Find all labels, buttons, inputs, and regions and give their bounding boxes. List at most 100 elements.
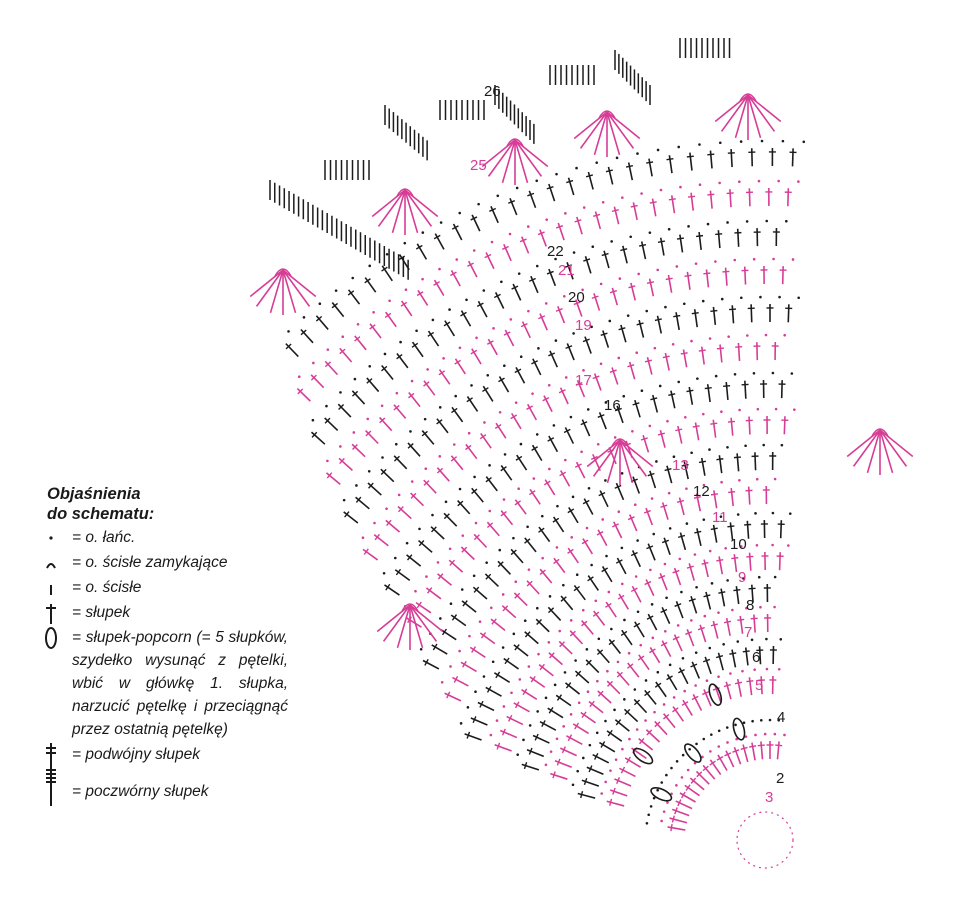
stitch-mark <box>507 197 518 216</box>
stitch-mark <box>710 490 719 509</box>
chain-dot <box>544 763 548 767</box>
chain-dot <box>726 579 729 582</box>
chain-dot <box>751 719 754 723</box>
chain-dot <box>759 295 762 299</box>
chain-dot <box>342 498 346 502</box>
chain-dot <box>724 546 727 550</box>
chain-dot <box>590 563 593 567</box>
chain-dot <box>781 139 785 143</box>
chain-dot <box>501 646 505 649</box>
stitch-mark <box>452 675 469 687</box>
stitch-mark <box>585 171 594 190</box>
stitch-mark <box>601 566 613 583</box>
chain-dot <box>717 745 721 748</box>
stitch-mark <box>630 585 642 603</box>
stitch-mark <box>702 689 712 707</box>
stitch-mark <box>650 394 659 413</box>
chain-dot <box>771 543 774 547</box>
stitch-mark <box>500 465 513 481</box>
chain-dot <box>754 733 757 737</box>
chain-dot <box>610 627 613 631</box>
stitch-mark <box>310 374 325 389</box>
stitch-mark <box>553 557 566 574</box>
chain-dot <box>768 718 772 722</box>
row-number-label: 2 <box>776 770 784 787</box>
stitch-mark <box>565 343 575 361</box>
stitch-mark <box>569 630 584 645</box>
chain-dot <box>485 561 488 564</box>
chain-dot <box>656 788 659 792</box>
stitch-mark <box>643 507 654 526</box>
stitch-mark <box>427 330 440 347</box>
stitch-mark <box>716 556 724 575</box>
stitch-mark <box>724 750 735 768</box>
stitch-mark <box>685 629 695 647</box>
chain-dot <box>739 545 743 548</box>
chain-dot <box>676 624 680 627</box>
chain-dot <box>783 333 786 337</box>
chain-dot <box>626 314 630 317</box>
chain-dot <box>488 464 491 467</box>
chain-dot <box>535 264 539 268</box>
stitch-mark <box>538 526 551 543</box>
legend-title-line2: do schematu: <box>47 505 155 523</box>
chain-dot <box>616 660 620 664</box>
stitch-mark <box>573 299 583 317</box>
chain-dot <box>735 737 738 741</box>
chain-dot <box>719 515 723 518</box>
chain-dot <box>599 362 603 366</box>
stitch-mark <box>285 343 299 358</box>
stitch-mark <box>715 230 723 249</box>
chain-dot <box>685 522 689 525</box>
stitch-mark <box>501 244 512 262</box>
chain-dot <box>586 408 590 411</box>
stitch-mark <box>672 706 685 722</box>
chain-dot <box>449 602 453 606</box>
chain-dot <box>787 544 790 547</box>
stitch-mark <box>606 680 621 695</box>
chain-dot <box>738 408 741 412</box>
stitch-mark <box>745 416 753 435</box>
chain-dot <box>368 364 372 368</box>
stitch-mark <box>620 629 633 646</box>
stitch-mark <box>331 302 345 318</box>
stitch-mark <box>684 271 692 290</box>
chain-dot <box>791 258 795 261</box>
chain-dot <box>731 608 734 612</box>
chain-dot <box>762 443 766 447</box>
stitch-mark <box>689 777 705 791</box>
stitch-mark <box>779 266 787 285</box>
stitch-mark <box>596 529 608 546</box>
stitch-mark <box>684 784 701 797</box>
stitch-mark <box>657 237 666 256</box>
chain-dot <box>670 766 673 770</box>
stitch-mark <box>592 373 602 391</box>
stitch-mark <box>415 601 432 614</box>
stitch-mark <box>426 587 442 600</box>
chain-dot <box>701 299 705 303</box>
fan-cluster <box>376 603 444 650</box>
chain-dot <box>714 260 717 263</box>
stitch-mark <box>727 522 735 541</box>
stitch-mark <box>702 656 712 675</box>
stitch-layer <box>249 38 914 869</box>
stitch-mark <box>606 798 625 807</box>
chain-dot <box>478 620 482 623</box>
chain-dot <box>419 647 423 651</box>
chain-dot <box>783 733 786 737</box>
chain-dot <box>618 277 622 280</box>
stitch-mark <box>654 681 667 698</box>
chain-dot <box>753 668 756 671</box>
stitch-mark <box>697 624 707 643</box>
legend-item-popcorn: = słupek-popcorn (= 5 słupków, szydełko … <box>38 626 288 741</box>
chain-dot <box>486 373 490 377</box>
chain-dot <box>797 180 800 183</box>
stitch-mark <box>513 592 528 607</box>
chain-dot <box>649 805 653 808</box>
stitch-mark <box>451 223 463 241</box>
chain-dot <box>517 272 521 275</box>
chain-dot <box>764 333 768 337</box>
stitch-mark <box>614 719 630 732</box>
chain-dot <box>608 319 612 323</box>
